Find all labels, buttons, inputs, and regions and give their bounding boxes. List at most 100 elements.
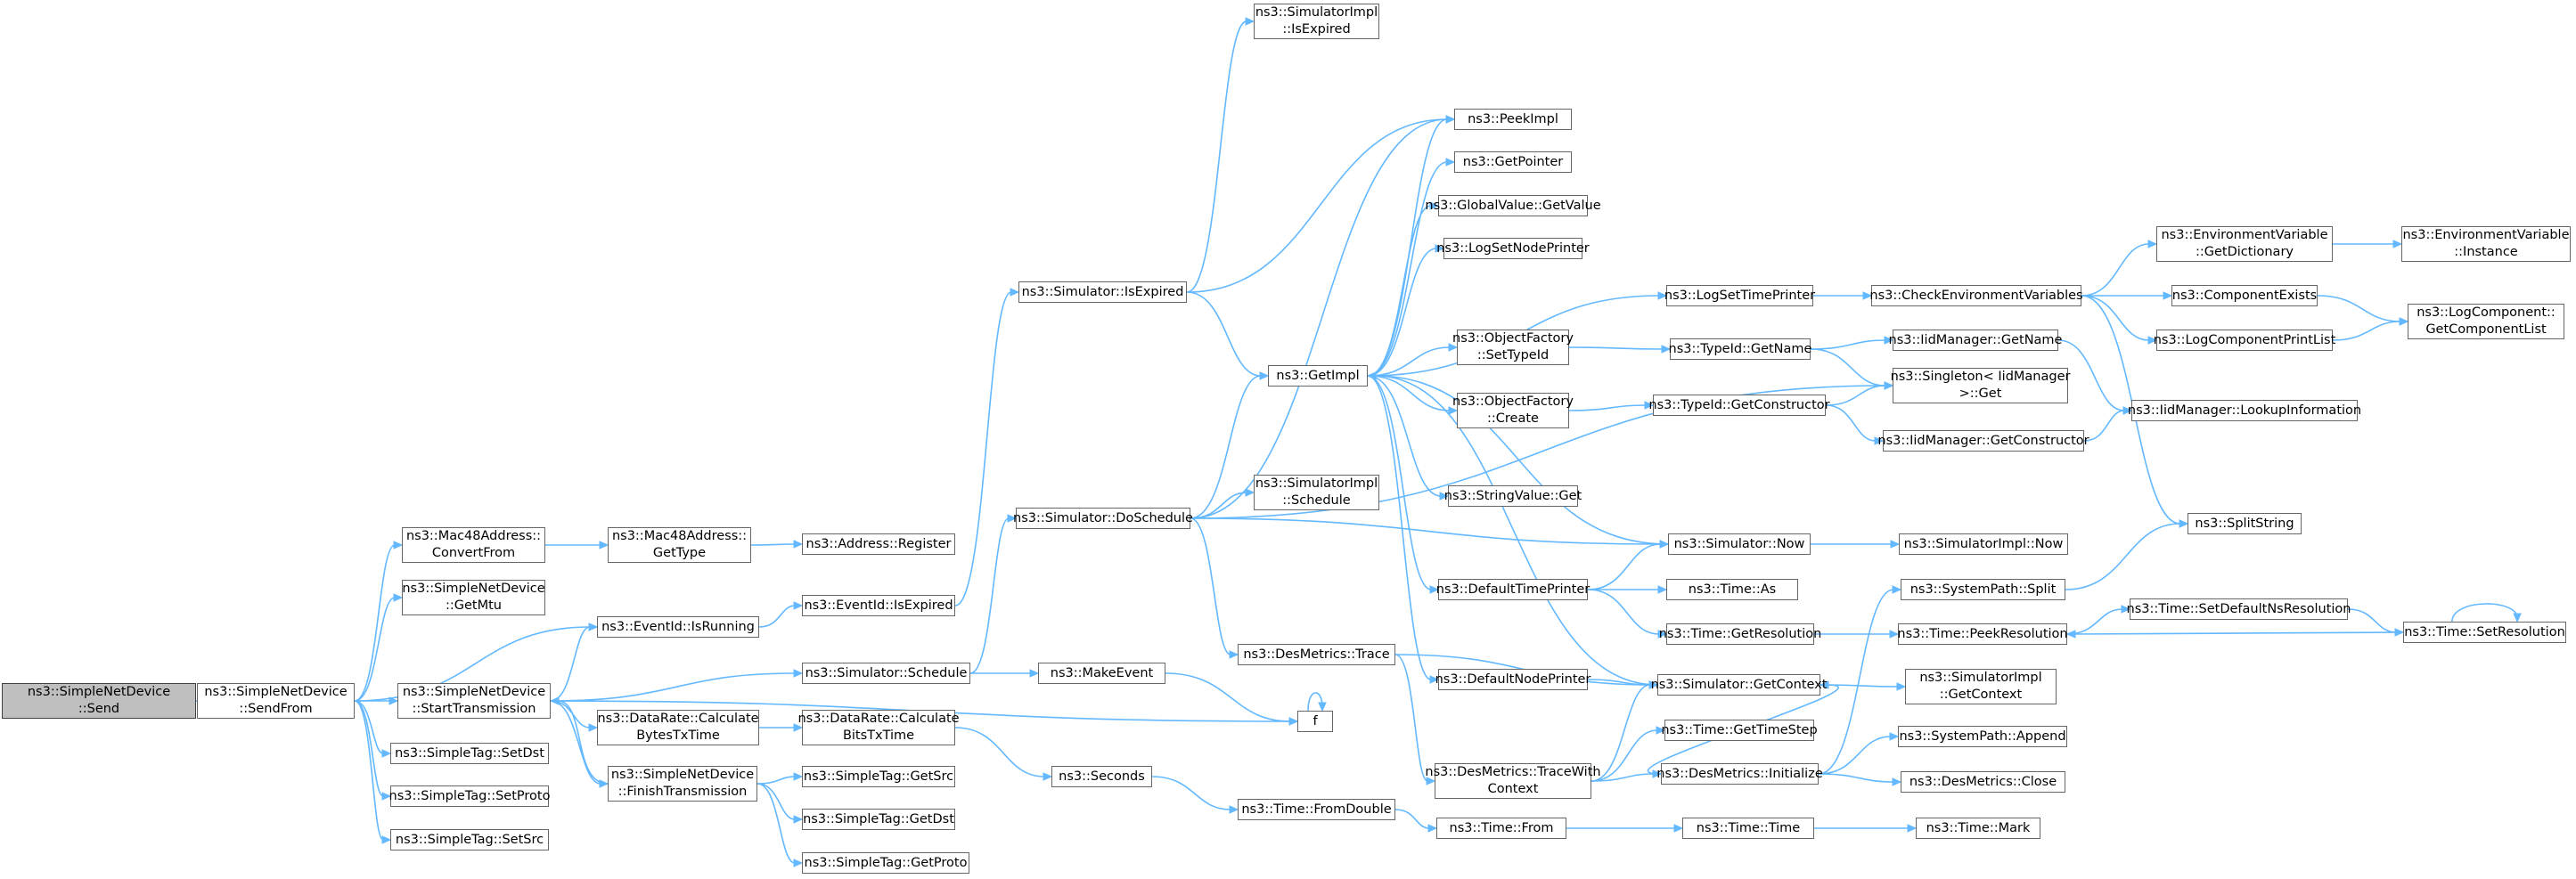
node-eventid-isexpired[interactable]: ns3::EventId::IsExpired bbox=[802, 595, 955, 616]
edge-simexpired-getimpl bbox=[1186, 291, 1262, 377]
edge-iidgetname-lookupinfo bbox=[2057, 339, 2125, 411]
edge-compexists-getcomplist bbox=[2317, 295, 2401, 322]
node-iidmanager-lookupinformation[interactable]: ns3::IidManager::LookupInformation bbox=[2128, 400, 2361, 421]
edge-doschedule-simnow bbox=[1190, 517, 1662, 545]
node-simulator-isexpired[interactable]: ns3::Simulator::IsExpired bbox=[1018, 281, 1187, 303]
node-simpletag-setdst[interactable]: ns3::SimpleTag::SetDst bbox=[390, 743, 549, 764]
arrowhead-sendfrom-getmtu bbox=[393, 593, 404, 602]
edge-isrunning-evexpired bbox=[758, 605, 796, 628]
node-simplenetdevice-sendfrom[interactable]: ns3::SimpleNetDevice ::SendFrom bbox=[197, 683, 355, 719]
node-defaulttimeprinter[interactable]: ns3::DefaultTimePrinter bbox=[1436, 579, 1590, 600]
node-systempath-append[interactable]: ns3::SystemPath::Append bbox=[1898, 726, 2067, 747]
node-mac48address-convertfrom[interactable]: ns3::Mac48Address:: ConvertFrom bbox=[402, 527, 545, 563]
node-time-peekresolution[interactable]: ns3::Time::PeekResolution bbox=[1897, 623, 2068, 645]
node-eventid-isrunning[interactable]: ns3::EventId::IsRunning bbox=[597, 616, 759, 638]
edge-starttx-calcbytes bbox=[550, 700, 591, 728]
node-defaultnodeprinter[interactable]: ns3::DefaultNodePrinter bbox=[1435, 669, 1591, 690]
arrowhead-getimpl-ofsettypeid bbox=[1448, 343, 1459, 352]
node-environmentvariable-getdictionary[interactable]: ns3::EnvironmentVariable ::GetDictionary bbox=[2156, 226, 2333, 262]
node-simpletag-getproto[interactable]: ns3::SimpleTag::GetProto bbox=[802, 852, 969, 874]
node-datarate-calculatebitstxtime[interactable]: ns3::DataRate::Calculate BitsTxTime bbox=[797, 710, 960, 745]
node-simplenetdevice-starttransmission[interactable]: ns3::SimpleNetDevice ::StartTransmission bbox=[397, 683, 551, 719]
node-address-register[interactable]: ns3::Address::Register bbox=[802, 533, 955, 555]
arrowhead-simnow-implnow bbox=[1890, 540, 1901, 549]
node-time-time[interactable]: ns3::Time::Time bbox=[1682, 818, 1814, 839]
node-datarate-calculatebytestxtime[interactable]: ns3::DataRate::Calculate BytesTxTime bbox=[597, 710, 759, 745]
arrowhead-seconds-fromdouble bbox=[1229, 805, 1239, 814]
arrowhead-getimpl-ofcreate bbox=[1448, 406, 1459, 415]
node-time-as[interactable]: ns3::Time::As bbox=[1666, 579, 1798, 600]
node-iidmanager-getconstructor[interactable]: ns3::IidManager::GetConstructor bbox=[1877, 430, 2089, 452]
node-logcomponent-getcomponentlist[interactable]: ns3::LogComponent:: GetComponentList bbox=[2408, 304, 2564, 339]
node-simulatorimpl-getcontext[interactable]: ns3::SimulatorImpl ::GetContext bbox=[1905, 669, 2057, 704]
node-checkenvironmentvariables[interactable]: ns3::CheckEnvironmentVariables bbox=[1869, 285, 2083, 306]
node-objectfactory-settypeid[interactable]: ns3::ObjectFactory ::SetTypeId bbox=[1452, 330, 1574, 365]
arrowhead-finishtx-starttx bbox=[549, 696, 560, 705]
node-desmetrics-trace[interactable]: ns3::DesMetrics::Trace bbox=[1238, 644, 1395, 665]
edge-sendfrom-setsrc bbox=[354, 700, 384, 841]
edge-getimpl-defnodeprinter bbox=[1367, 375, 1432, 680]
node-time-from[interactable]: ns3::Time::From bbox=[1436, 818, 1566, 839]
node-objectfactory-create[interactable]: ns3::ObjectFactory ::Create bbox=[1452, 393, 1574, 428]
arrowhead-setres-peekres bbox=[2065, 630, 2076, 639]
edge-desinit-sysappend bbox=[1818, 736, 1892, 775]
edge-checkenv-envgetdict bbox=[2081, 243, 2150, 297]
node-simulator-now[interactable]: ns3::Simulator::Now bbox=[1668, 533, 1811, 555]
node-desmetrics-close[interactable]: ns3::DesMetrics::Close bbox=[1901, 771, 2065, 793]
edge-deftimeprinter-simnow bbox=[1587, 543, 1662, 590]
node-componentexists[interactable]: ns3::ComponentExists bbox=[2171, 285, 2318, 306]
node-singleton-iidmanager-get[interactable]: ns3::Singleton< IidManager >::Get bbox=[1891, 368, 2070, 403]
arrowhead-sendfrom-convertfrom bbox=[393, 541, 404, 549]
node-mac48address-gettype[interactable]: ns3::Mac48Address:: GetType bbox=[608, 527, 751, 563]
node-simulatorimpl-now[interactable]: ns3::SimulatorImpl::Now bbox=[1899, 533, 2068, 555]
node-systempath-split[interactable]: ns3::SystemPath::Split bbox=[1901, 579, 2065, 600]
node-seconds[interactable]: ns3::Seconds bbox=[1051, 766, 1152, 787]
node-time-getresolution[interactable]: ns3::Time::GetResolution bbox=[1659, 623, 1821, 645]
arrowhead-ofcreate-typeidgetctor bbox=[1644, 401, 1655, 410]
edge-simexpired-implexpired bbox=[1186, 20, 1247, 293]
node-simulator-schedule[interactable]: ns3::Simulator::Schedule bbox=[802, 663, 970, 684]
node-simpletag-setproto[interactable]: ns3::SimpleTag::SetProto bbox=[389, 785, 550, 807]
arrowhead-makeevent-f bbox=[1288, 717, 1299, 726]
node-simplenetdevice-finishtransmission[interactable]: ns3::SimpleNetDevice ::FinishTransmissio… bbox=[608, 766, 757, 802]
arrowhead-desinit-sysappend bbox=[1889, 732, 1900, 741]
node-f[interactable]: f bbox=[1297, 711, 1333, 732]
arrowhead-finishtx-getsrc bbox=[793, 772, 804, 781]
edge-doschedule-peekimpl bbox=[1190, 118, 1448, 519]
node-time-mark[interactable]: ns3::Time::Mark bbox=[1916, 818, 2040, 839]
node-desmetrics-initialize[interactable]: ns3::DesMetrics::Initialize bbox=[1656, 763, 1823, 785]
node-simulatorimpl-schedule[interactable]: ns3::SimulatorImpl ::Schedule bbox=[1254, 475, 1379, 510]
edge-desinit-syssplit bbox=[1818, 589, 1894, 775]
node-getpointer[interactable]: ns3::GetPointer bbox=[1454, 151, 1572, 173]
node-typeid-getname[interactable]: ns3::TypeId::GetName bbox=[1669, 338, 1811, 360]
node-time-fromdouble[interactable]: ns3::Time::FromDouble bbox=[1238, 799, 1395, 820]
node-logsettimeprinter[interactable]: ns3::LogSetTimePrinter bbox=[1664, 285, 1815, 306]
node-simpletag-getsrc[interactable]: ns3::SimpleTag::GetSrc bbox=[802, 766, 955, 787]
node-peekimpl[interactable]: ns3::PeekImpl bbox=[1454, 109, 1572, 130]
node-time-setdefaultnsresolution[interactable]: ns3::Time::SetDefaultNsResolution bbox=[2127, 598, 2351, 620]
node-simplenetdevice-getmtu[interactable]: ns3::SimpleNetDevice ::GetMtu bbox=[402, 580, 545, 615]
node-globalvalue-getvalue[interactable]: ns3::GlobalValue::GetValue bbox=[1425, 195, 1601, 216]
edge-iidgetctor-lookupinfo bbox=[2083, 410, 2125, 442]
arrowhead-logcompprint-getcomplist bbox=[2399, 317, 2409, 326]
node-logcomponentprintlist[interactable]: ns3::LogComponentPrintList bbox=[2154, 330, 2335, 351]
node-simpletag-setsrc[interactable]: ns3::SimpleTag::SetSrc bbox=[390, 829, 549, 851]
node-simulator-getcontext[interactable]: ns3::Simulator::GetContext bbox=[1651, 674, 1827, 696]
node-simpletag-getdst[interactable]: ns3::SimpleTag::GetDst bbox=[802, 809, 955, 830]
arrowhead-f-f bbox=[1318, 702, 1327, 712]
node-stringvalue-get[interactable]: ns3::StringValue::Get bbox=[1444, 485, 1582, 507]
node-time-setresolution[interactable]: ns3::Time::SetResolution bbox=[2403, 622, 2566, 643]
edge-setres-setres bbox=[2451, 603, 2518, 623]
node-time-gettimestep[interactable]: ns3::Time::GetTimeStep bbox=[1661, 720, 1818, 741]
edge-typeidgetname-iidgetname bbox=[1810, 339, 1886, 350]
node-simulatorimpl-isexpired[interactable]: ns3::SimulatorImpl ::IsExpired bbox=[1254, 4, 1379, 39]
node-splitstring[interactable]: ns3::SplitString bbox=[2188, 513, 2302, 534]
node-environmentvariable-instance[interactable]: ns3::EnvironmentVariable ::Instance bbox=[2401, 226, 2571, 262]
node-getimpl[interactable]: ns3::GetImpl bbox=[1268, 365, 1368, 387]
node-logsetnodeprinter[interactable]: ns3::LogSetNodePrinter bbox=[1436, 238, 1590, 259]
node-desmetrics-tracewithcontext[interactable]: ns3::DesMetrics::TraceWith Context bbox=[1425, 763, 1601, 799]
node-simulator-doschedule[interactable]: ns3::Simulator::DoSchedule bbox=[1013, 508, 1193, 529]
node-makeevent[interactable]: ns3::MakeEvent bbox=[1038, 663, 1165, 684]
node-iidmanager-getname[interactable]: ns3::IidManager::GetName bbox=[1889, 330, 2062, 351]
node-typeid-getconstructor[interactable]: ns3::TypeId::GetConstructor bbox=[1648, 395, 1830, 416]
